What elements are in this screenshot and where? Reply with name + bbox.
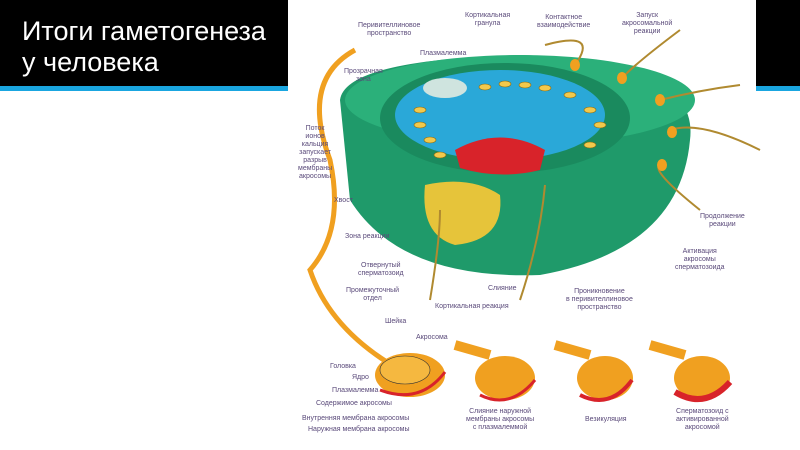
sperm-heads [570, 59, 677, 171]
label-inner-membrane: Внутренняя мембрана акросомы [302, 415, 410, 422]
slide-title: Итоги гаметогенеза у человека [22, 16, 266, 77]
header-band-right [756, 0, 800, 91]
sperm-stage-activated [648, 340, 733, 402]
label-outer-membrane: Наружная мембрана акросомы [308, 426, 410, 433]
label-zona-pellucida: Прозрачная зона [344, 68, 383, 83]
egg-cell [340, 55, 695, 276]
fusion-region [455, 137, 545, 175]
label-continuation: Продолжение реакции [700, 213, 745, 228]
label-stage-activated: Сперматозоид с активированной акросомой [676, 408, 729, 431]
label-cortical-reaction: Кортикальная реакция [435, 303, 509, 310]
label-stage-fusion: Слияние наружной мембраны акросомы с пла… [466, 408, 535, 431]
label-activation: Активация акросомы сперматозоида [675, 248, 725, 271]
title-box: Итоги гаметогенеза у человека [0, 0, 288, 91]
label-contact: Контактное взаимодействие [537, 14, 591, 29]
sperm-stage-fusion [453, 340, 537, 402]
label-cortical-granule: Кортикальная гранула [465, 12, 511, 27]
label-tail: Хвост [334, 197, 353, 204]
sperm-stage-vesiculation [553, 340, 634, 402]
label-neck: Шейка [385, 318, 407, 325]
label-acrosome-content: Содержимое акросомы [316, 400, 392, 407]
large-sperm [307, 47, 447, 397]
label-midpiece: Промежуточный отдел [346, 287, 400, 302]
sperm-tails [429, 29, 761, 301]
reaction-zone [424, 181, 501, 245]
label-acrosome: Акросома [416, 334, 448, 341]
label-head: Головка [330, 363, 356, 370]
label-fusion: Слияние [488, 285, 517, 292]
label-reaction-zone: Зона реакции [345, 233, 390, 240]
label-nucleus: Ядро [352, 374, 369, 381]
label-penetration: Проникновение в перивителлиновое простра… [566, 288, 633, 311]
label-calcium: Поток ионов кальция запускает разрыв мем… [298, 125, 333, 180]
cortical-granules [413, 80, 607, 159]
label-plasmalemma-top: Плазмалемма [420, 50, 467, 57]
label-launch: Запуск акросомальной реакции [622, 12, 673, 35]
label-plasmalemma: Плазмалемма [332, 387, 379, 394]
label-perivitelline: Перивителлиновое пространство [358, 22, 421, 37]
label-stage-vesiculation: Везикуляция [585, 416, 627, 423]
label-shed-sperm: Отвернутый сперматозоид [358, 262, 404, 277]
